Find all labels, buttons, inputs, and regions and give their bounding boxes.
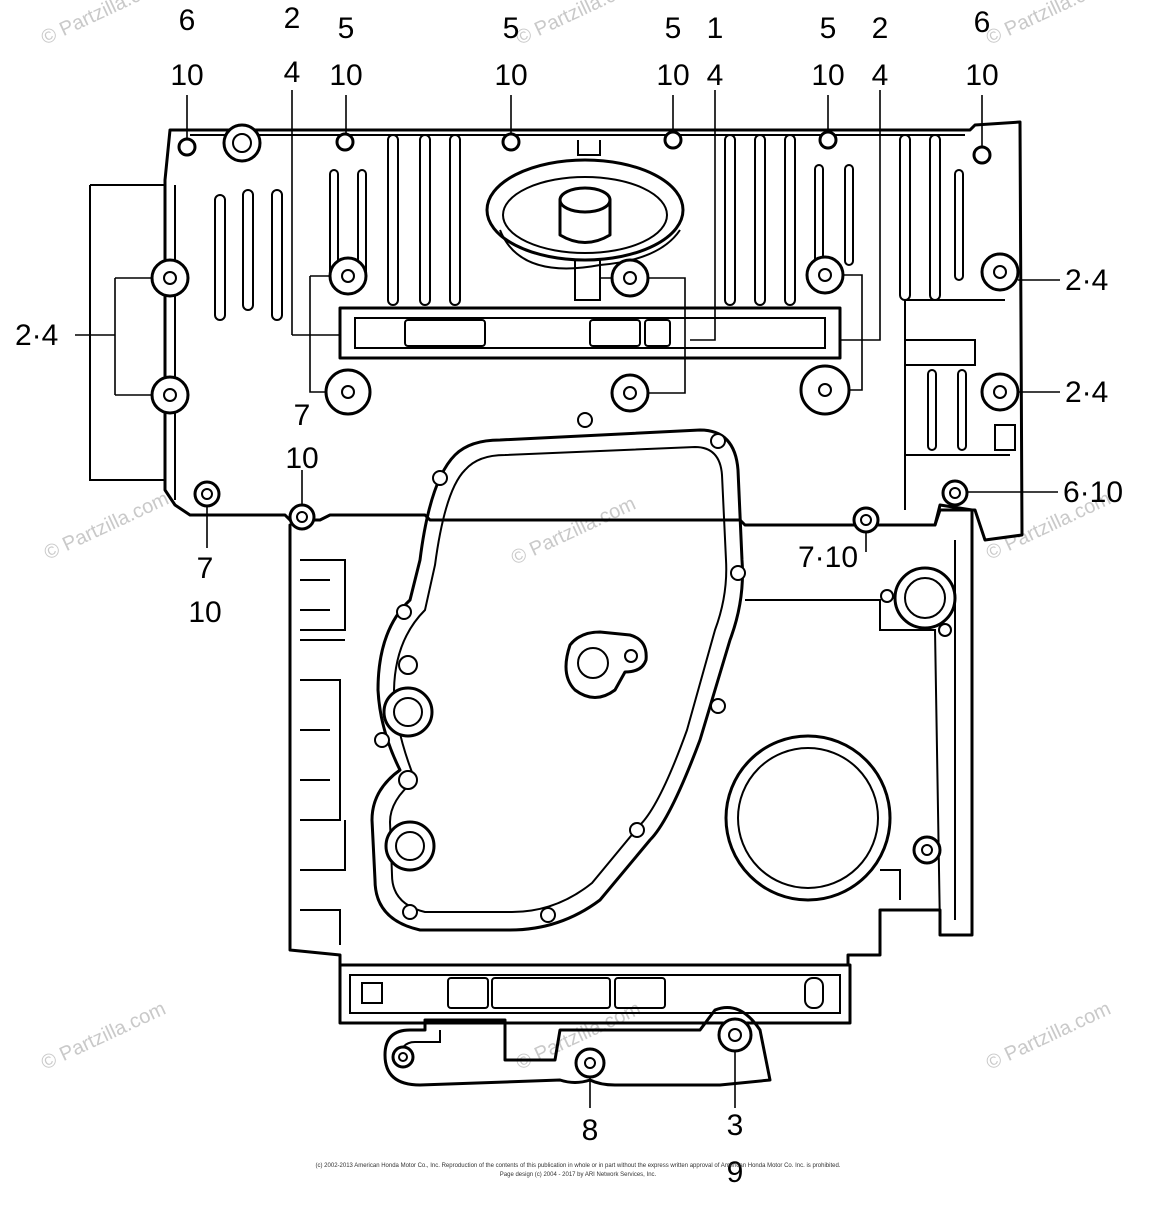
watermark-6: © Partzilla.com <box>38 998 169 1075</box>
callout-label: 6·10 <box>1063 476 1123 509</box>
rib-slot <box>954 169 964 281</box>
oil-seal <box>724 734 892 902</box>
page-design-line: Page design (c) 2004 - 2017 by ARI Netwo… <box>500 1172 657 1178</box>
rib-slot <box>387 134 399 306</box>
callout-label: 10 <box>965 59 998 92</box>
bolt-5-10-d <box>818 130 838 150</box>
rib-slot <box>242 189 254 311</box>
callout-label: 10 <box>285 442 318 475</box>
callout-label: 10 <box>811 59 844 92</box>
rib-slot <box>271 189 283 321</box>
callout-label: 7 <box>294 399 311 432</box>
callout-label: 2·4 <box>1065 264 1108 297</box>
bolt-5-10-c <box>663 130 683 150</box>
upper-crankcase <box>89 120 1024 542</box>
watermark-3: © Partzilla.com <box>983 0 1114 50</box>
oil-strainer <box>485 158 685 262</box>
callout-label: 4 <box>284 56 301 89</box>
watermark-2: © Partzilla.com <box>513 0 644 50</box>
rib-slot <box>784 134 796 306</box>
callout-label: 8 <box>582 1114 599 1147</box>
lower-crankcase <box>288 412 974 1087</box>
rib-slot <box>899 134 911 301</box>
rib-slot <box>814 164 824 266</box>
callout-label: 5 <box>820 12 837 45</box>
callout-label: 10 <box>494 59 527 92</box>
footer: (c) 2002-2013 American Honda Motor Co., … <box>316 1163 841 1178</box>
bolts <box>150 130 1020 1079</box>
rib-slot <box>929 134 941 301</box>
callout-labels: 6 10 2 4 5 10 5 10 5 10 1 4 5 10 2 4 6 1… <box>15 2 1123 1189</box>
callout-label: 5 <box>503 12 520 45</box>
callout-label: 9 <box>727 1156 744 1189</box>
callout-label: 10 <box>329 59 362 92</box>
watermark-1: © Partzilla.com <box>38 0 169 50</box>
rib-slot <box>449 134 461 306</box>
oil-pipe <box>338 306 842 360</box>
rib-slot <box>214 194 226 321</box>
watermark-8: © Partzilla.com <box>983 998 1114 1075</box>
callout-label: 6 <box>179 4 196 37</box>
rib-slot <box>927 369 937 451</box>
callout-label: 2·4 <box>1065 376 1108 409</box>
callout-label: 2 <box>284 2 301 35</box>
callout-label: 10 <box>656 59 689 92</box>
rib-slot <box>419 134 431 306</box>
rib-slot <box>754 134 766 306</box>
rib-slot <box>957 369 967 451</box>
callout-label: 4 <box>872 59 889 92</box>
rib-slot <box>844 164 854 266</box>
callout-label: 7·10 <box>798 541 858 574</box>
callout-label: 4 <box>707 59 724 92</box>
callout-label: 10 <box>188 596 221 629</box>
callout-label: 5 <box>338 12 355 45</box>
callout-label: 1 <box>707 12 724 45</box>
bolt-6-10-left <box>177 137 197 157</box>
copyright-line: (c) 2002-2013 American Honda Motor Co., … <box>316 1163 841 1169</box>
callout-label: 10 <box>170 59 203 92</box>
callout-label: 5 <box>665 12 682 45</box>
watermark-4: © Partzilla.com <box>508 493 639 570</box>
oil-pipe-lower <box>338 963 852 1025</box>
rib-slot <box>724 134 736 306</box>
bolt-5-10-b <box>501 132 521 152</box>
bolt-5-10-a <box>335 132 355 152</box>
callout-label: 6 <box>974 6 991 39</box>
callout-label: 7 <box>197 552 214 585</box>
callout-label: 3 <box>727 1109 744 1142</box>
bolt-6-10-right <box>972 145 992 165</box>
leader-lines <box>75 90 1060 1108</box>
watermark-9: © Partzilla.com <box>41 488 172 565</box>
callout-label: 2·4 <box>15 319 58 352</box>
callout-label: 2 <box>872 12 889 45</box>
